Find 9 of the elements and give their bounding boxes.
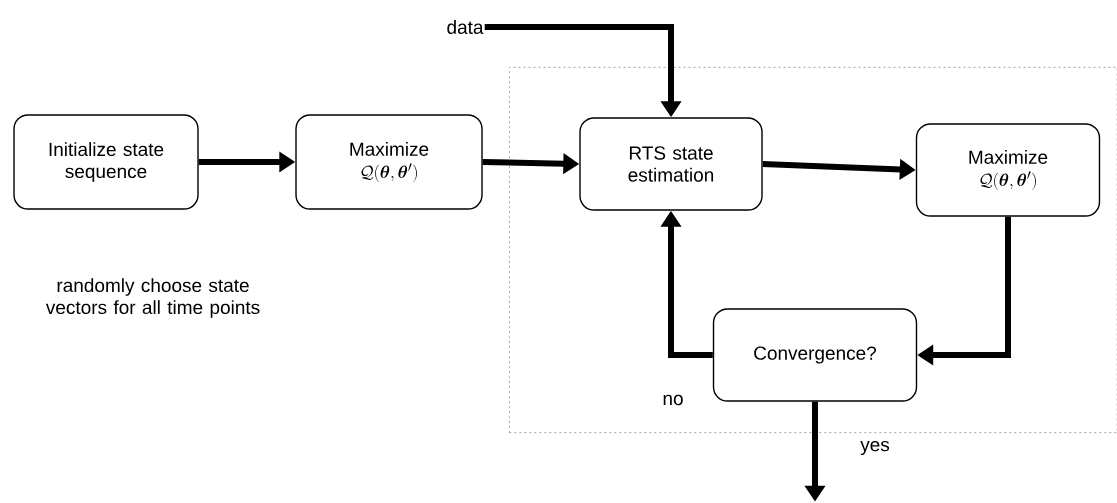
input-label: data — [447, 20, 484, 34]
edge-label: yes — [859, 439, 891, 457]
process-box: Initialize state sequence — [13, 114, 199, 210]
edge-label: no — [661, 393, 685, 407]
maximize-box: Maximize $\mathcal{Q}(\boldsymbol{\theta},\boldsymbol{\theta}')$ — [295, 114, 483, 210]
process-box: RTS state estimation — [579, 117, 763, 211]
note-text: randomly choose state vectors for all time points — [45, 278, 260, 318]
maximize-box: Maximize $\mathcal{Q}(\boldsymbol{\theta},\boldsymbol{\theta}')$ — [915, 123, 1101, 217]
process-box: Convergence? — [712, 308, 918, 402]
